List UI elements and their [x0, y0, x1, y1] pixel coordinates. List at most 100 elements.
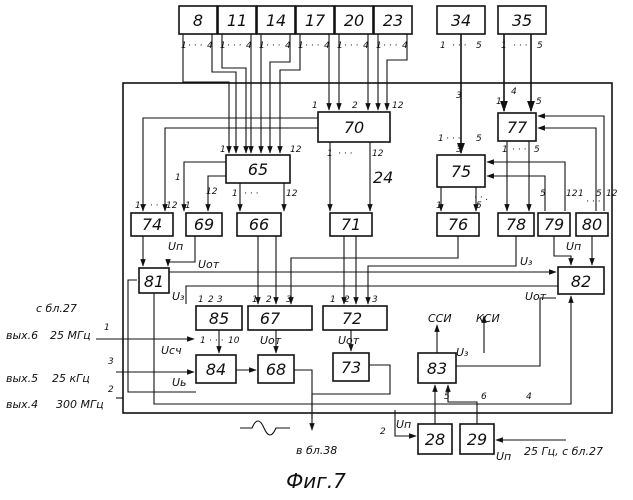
svg-text:23: 23 [383, 11, 403, 30]
block-70: 70 [318, 112, 390, 142]
svg-text:17: 17 [305, 11, 326, 30]
svg-text:1: 1 [185, 201, 191, 211]
block-65: 65 [226, 155, 290, 183]
svg-text:1: 1 [330, 295, 336, 305]
svg-text:5: 5 [596, 189, 602, 199]
svg-text:· · ·: · · · [383, 41, 397, 51]
svg-text:2: 2 [266, 295, 272, 305]
svg-text:1: 1 [200, 336, 206, 346]
block-23: 23 [374, 6, 412, 34]
svg-text:Uот: Uот [338, 334, 360, 347]
block-76: 76 [437, 213, 479, 236]
svg-text:2: 2 [380, 427, 386, 437]
svg-text:25 Гц, с бл.27: 25 Гц, с бл.27 [524, 445, 603, 458]
block-80: 80 [576, 213, 608, 236]
svg-text:69: 69 [194, 215, 214, 234]
block-11: 11 [218, 6, 256, 34]
svg-text:74: 74 [142, 215, 162, 234]
svg-text:6: 6 [481, 392, 487, 402]
svg-text:12: 12 [566, 189, 578, 199]
svg-text:вых.6: вых.6 [6, 329, 38, 342]
svg-text:1: 1 [252, 295, 258, 305]
block-17: 17 [296, 6, 334, 34]
block-20: 20 [335, 6, 373, 34]
block-34: 34 [437, 6, 485, 34]
svg-text:· · ·: · · · [144, 201, 158, 211]
svg-text:· · ·: · · · [513, 41, 527, 51]
svg-text:Uь: Uь [172, 376, 187, 389]
block-75: 75 [437, 155, 485, 187]
svg-text:3: 3 [217, 295, 223, 305]
block-82: 82 [558, 267, 604, 294]
block-84: 84 [196, 355, 236, 383]
svg-text:80: 80 [582, 215, 602, 234]
svg-text:66: 66 [249, 215, 269, 234]
block-77: 77 [498, 113, 536, 141]
svg-text:12: 12 [290, 145, 302, 155]
svg-text:с бл.27: с бл.27 [36, 302, 77, 315]
svg-text:Uп: Uп [396, 418, 411, 431]
svg-text:85: 85 [209, 309, 229, 328]
svg-text:3: 3 [286, 295, 292, 305]
block-81: 81 [139, 268, 169, 293]
svg-text:68: 68 [266, 360, 286, 379]
block-8: 8 [179, 6, 217, 34]
svg-text:Uсч: Uсч [161, 344, 182, 357]
svg-text:1: 1 [436, 201, 442, 211]
svg-text:81: 81 [144, 272, 164, 291]
svg-text:Uп: Uп [496, 450, 511, 463]
svg-text:2: 2 [344, 295, 350, 305]
frame-24-label: 24 [373, 168, 393, 187]
svg-text:1: 1 [440, 41, 446, 51]
svg-text:2: 2 [352, 101, 358, 111]
svg-text:1: 1 [312, 101, 318, 111]
svg-text:8: 8 [193, 11, 203, 30]
svg-text:35: 35 [512, 11, 532, 30]
block-67: 67 [248, 306, 312, 330]
svg-text:1: 1 [175, 173, 181, 183]
svg-text:КСИ: КСИ [476, 312, 500, 325]
svg-text:72: 72 [342, 309, 362, 328]
block-14: 14 [257, 6, 295, 34]
svg-text:в бл.38: в бл.38 [296, 444, 337, 457]
svg-text:Uот: Uот [198, 258, 220, 271]
block-78: 78 [498, 213, 534, 236]
svg-text:5: 5 [476, 134, 482, 144]
block-69: 69 [186, 213, 222, 236]
svg-text:77: 77 [507, 118, 528, 137]
svg-text:1: 1 [376, 41, 382, 51]
svg-text:79: 79 [544, 215, 564, 234]
svg-text:вых.5: вых.5 [6, 372, 38, 385]
svg-text:· · ·: · · · [244, 189, 258, 199]
svg-text:1: 1 [327, 149, 333, 159]
svg-text:· · ·: · · · [338, 149, 352, 159]
svg-text:1: 1 [181, 41, 187, 51]
svg-text:3: 3 [456, 91, 462, 101]
svg-text:82: 82 [571, 272, 591, 291]
svg-text:5: 5 [536, 97, 542, 107]
svg-text:12: 12 [166, 201, 178, 211]
svg-text:· · ·: · · · [227, 41, 241, 51]
svg-text:84: 84 [206, 360, 226, 379]
svg-text:· · ·: · · · [188, 41, 202, 51]
svg-text:78: 78 [506, 215, 526, 234]
block-71: 71 [330, 213, 372, 236]
svg-text:1: 1 [232, 189, 238, 199]
svg-text:25 МГц: 25 МГц [50, 329, 91, 342]
svg-text:12: 12 [606, 189, 618, 199]
svg-text:1: 1 [259, 41, 265, 51]
svg-text:U₃: U₃ [172, 290, 185, 303]
svg-text:1: 1 [104, 323, 110, 333]
svg-text:1: 1 [198, 295, 204, 305]
svg-text:73: 73 [341, 358, 361, 377]
svg-text:300 МГц: 300 МГц [56, 398, 104, 411]
block-72: 72 [323, 306, 387, 330]
block-29: 29 [460, 424, 494, 454]
svg-text:76: 76 [448, 215, 468, 234]
svg-text:1: 1 [578, 189, 584, 199]
svg-text:2: 2 [108, 385, 114, 395]
svg-text:Uот: Uот [260, 334, 282, 347]
svg-text:12: 12 [206, 187, 218, 197]
figure-caption: Фиг.7 [286, 469, 346, 493]
